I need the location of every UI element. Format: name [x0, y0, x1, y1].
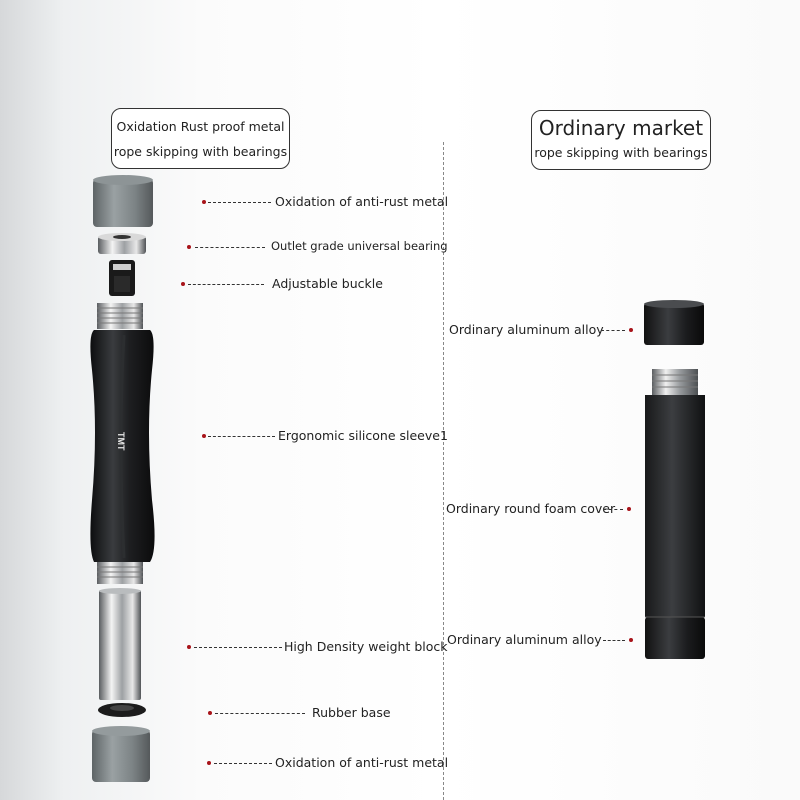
label-adjustable-buckle: Adjustable buckle — [272, 276, 383, 291]
bottom-metal-cap — [92, 726, 150, 782]
marker-dot — [187, 245, 191, 249]
adjustable-buckle — [109, 260, 135, 296]
marker-dot — [629, 328, 633, 332]
leader-line — [601, 330, 625, 331]
label-ordinary-aluminum-bottom: Ordinary aluminum alloy — [447, 632, 602, 647]
label-silicone-sleeve: Ergonomic silicone sleeve1 — [278, 428, 448, 443]
leader-line — [194, 647, 282, 648]
right-product-title-box: Ordinary market rope skipping with beari… — [531, 110, 711, 170]
leader-line — [208, 202, 271, 203]
left-product-title-box: Oxidation Rust proof metal rope skipping… — [111, 108, 290, 169]
leader-line — [188, 284, 264, 285]
leader-line — [215, 713, 305, 714]
marker-dot — [202, 434, 206, 438]
label-ordinary-aluminum-top: Ordinary aluminum alloy — [449, 322, 604, 337]
marker-dot — [181, 282, 185, 286]
ordinary-bottom-cap — [645, 616, 705, 659]
left-title-line2: rope skipping with bearings — [113, 144, 288, 159]
tmt-logo: TMT — [116, 432, 126, 451]
leader-line — [208, 436, 275, 437]
right-title-line1: Ordinary market — [538, 116, 704, 140]
leader-line — [603, 640, 625, 641]
ordinary-foam-cover — [645, 395, 705, 617]
leader-line — [214, 763, 272, 764]
label-ordinary-foam-cover: Ordinary round foam cover — [446, 501, 616, 516]
upper-thread — [97, 303, 143, 329]
right-ordinary-handle-illustration — [644, 300, 705, 659]
ordinary-thread — [652, 369, 698, 395]
ordinary-top-cap — [644, 300, 704, 345]
rubber-base — [98, 703, 146, 717]
leader-line — [195, 247, 265, 248]
weight-block — [99, 588, 141, 700]
label-anti-rust-metal-top: Oxidation of anti-rust metal — [275, 194, 449, 209]
label-weight-block: High Density weight block — [284, 639, 448, 654]
marker-dot — [187, 645, 191, 649]
marker-dot — [629, 638, 633, 642]
marker-dot — [202, 200, 206, 204]
top-metal-cap — [93, 175, 153, 227]
left-exploded-handle-illustration: TMT — [90, 175, 155, 782]
bearing — [98, 233, 146, 254]
label-bearing: Outlet grade universal bearing — [271, 239, 448, 253]
leader-line — [603, 509, 623, 510]
label-anti-rust-metal-bottom: Oxidation of anti-rust metal — [275, 755, 449, 770]
marker-dot — [207, 761, 211, 765]
center-divider — [443, 142, 444, 800]
marker-dot — [627, 507, 631, 511]
left-title-line1: Oxidation Rust proof metal — [116, 119, 285, 134]
silicone-sleeve — [90, 330, 155, 562]
right-title-line2: rope skipping with bearings — [534, 145, 708, 160]
label-rubber-base: Rubber base — [312, 705, 391, 720]
lower-thread — [97, 562, 143, 584]
marker-dot — [208, 711, 212, 715]
